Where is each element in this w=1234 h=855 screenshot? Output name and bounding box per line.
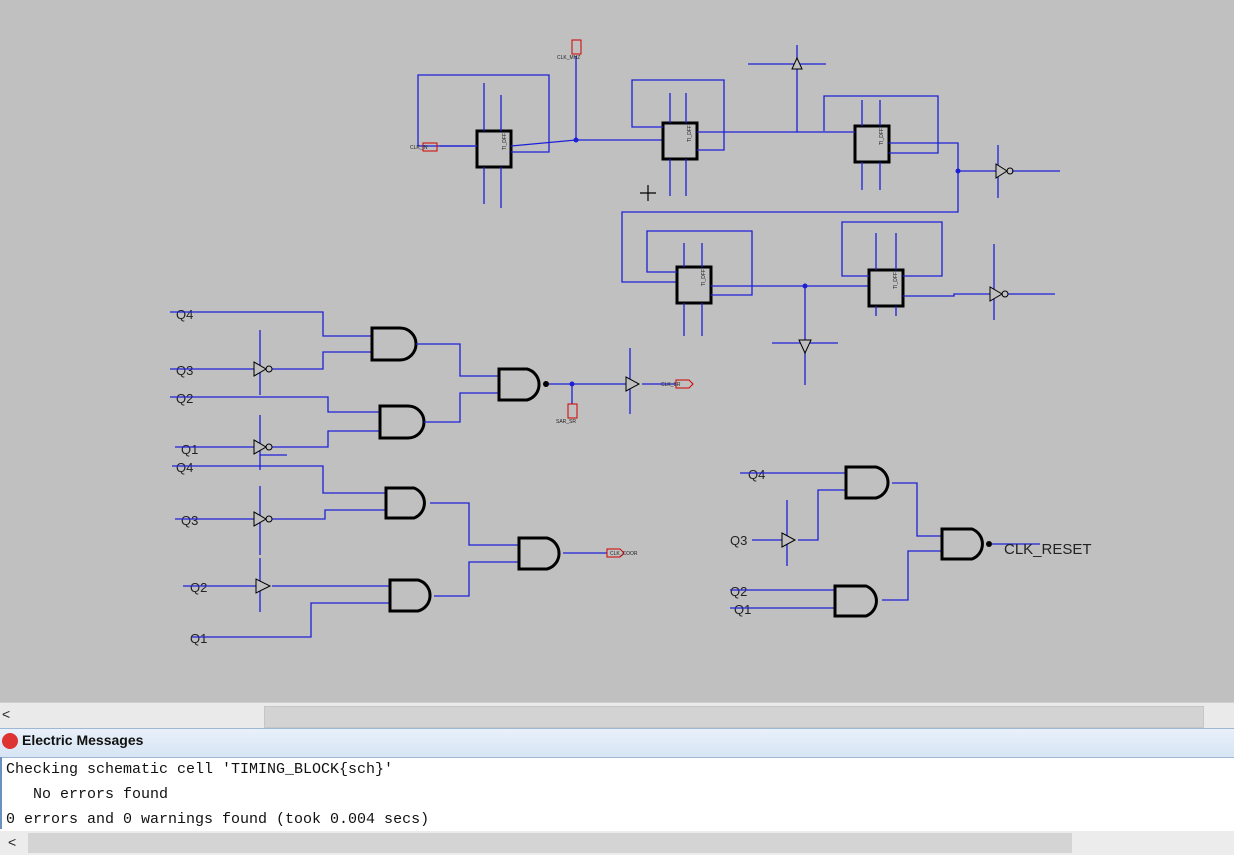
tff-1-label: TI_DFF — [502, 133, 508, 150]
and-gate-1 — [370, 326, 418, 362]
label-q2-c: Q2 — [730, 584, 747, 599]
and-gate-5 — [517, 536, 561, 571]
clk-coor-label: CLK_COOR — [610, 551, 638, 557]
tff-3-label: TI_DFF — [879, 128, 885, 145]
tff-2-label: TI_DFF — [687, 125, 693, 142]
messages-text-area[interactable]: Checking schematic cell 'TIMING_BLOCK{sc… — [0, 757, 1234, 829]
tff-4-label: TI_DFF — [701, 269, 707, 286]
tff-2[interactable] — [661, 121, 699, 161]
message-line: No errors found — [6, 786, 169, 803]
messages-titlebar[interactable]: Electric Messages — [0, 728, 1234, 758]
schematic-canvas[interactable]: TI_DFF CLK_IN CLK_MHZ TI_DFF TI_DFF TI_D… — [0, 0, 1234, 702]
label-q2-a: Q2 — [176, 391, 193, 406]
tff-5[interactable] — [867, 268, 905, 308]
scrollbar-thumb[interactable] — [264, 706, 1204, 728]
label-q3-c: Q3 — [730, 533, 747, 548]
and-gate-3 — [384, 486, 426, 520]
tff-4[interactable] — [675, 265, 713, 305]
scroll-left-arrow[interactable]: < — [2, 706, 11, 722]
label-q1-a: Q1 — [181, 442, 198, 457]
decoder-group-2: Q4 Q3 Q2 Q1 CLK_COOR — [172, 460, 638, 646]
tff-5-label: TI_DFF — [893, 272, 899, 289]
tff-1[interactable] — [475, 129, 513, 169]
message-line: Checking schematic cell 'TIMING_BLOCK{sc… — [6, 761, 394, 778]
messages-horizontal-scrollbar[interactable]: < — [0, 831, 1234, 855]
label-q4-a: Q4 — [176, 307, 193, 322]
electric-app-icon — [2, 733, 18, 749]
label-q3-b: Q3 — [181, 513, 198, 528]
tff-3[interactable] — [853, 124, 891, 164]
label-q1-b: Q1 — [190, 631, 207, 646]
and-gate-6 — [844, 465, 890, 500]
label-q1-c: Q1 — [734, 602, 751, 617]
and-gate-7 — [833, 584, 878, 618]
label-q4-b: Q4 — [176, 460, 193, 475]
clk-sr-label: CLK_SR — [661, 382, 681, 388]
message-line: 0 errors and 0 warnings found (took 0.00… — [6, 811, 430, 828]
decoder-group-3: Q4 Q3 Q2 Q1 CLK_RESET — [730, 465, 1092, 618]
and-gate-4 — [388, 578, 432, 613]
label-q4-c: Q4 — [748, 467, 765, 482]
decoder-group-1: Q4 Q3 Q2 Q1 SAR_SR CLK_SR — [170, 307, 694, 470]
sar-sr-label: SAR_SR — [556, 419, 576, 425]
canvas-horizontal-scrollbar[interactable]: < — [0, 702, 1234, 729]
messages-scroll-left-arrow[interactable]: < — [8, 834, 17, 850]
clk-mhz-label: CLK_MHZ — [557, 55, 580, 61]
flipflop-chain: TI_DFF CLK_IN CLK_MHZ TI_DFF TI_DFF TI_D… — [410, 39, 1060, 385]
messages-title: Electric Messages — [22, 732, 144, 748]
messages-scrollbar-thumb[interactable] — [28, 833, 1072, 853]
nand-gate-2 — [940, 527, 984, 561]
nand-gate-1 — [497, 367, 541, 402]
label-q2-b: Q2 — [190, 580, 207, 595]
and-gate-2 — [378, 404, 426, 440]
clk-reset-label: CLK_RESET — [1004, 541, 1092, 558]
messages-window: Electric Messages Checking schematic cel… — [0, 728, 1234, 855]
clk-in-label: CLK_IN — [410, 145, 428, 151]
label-q3-a: Q3 — [176, 363, 193, 378]
